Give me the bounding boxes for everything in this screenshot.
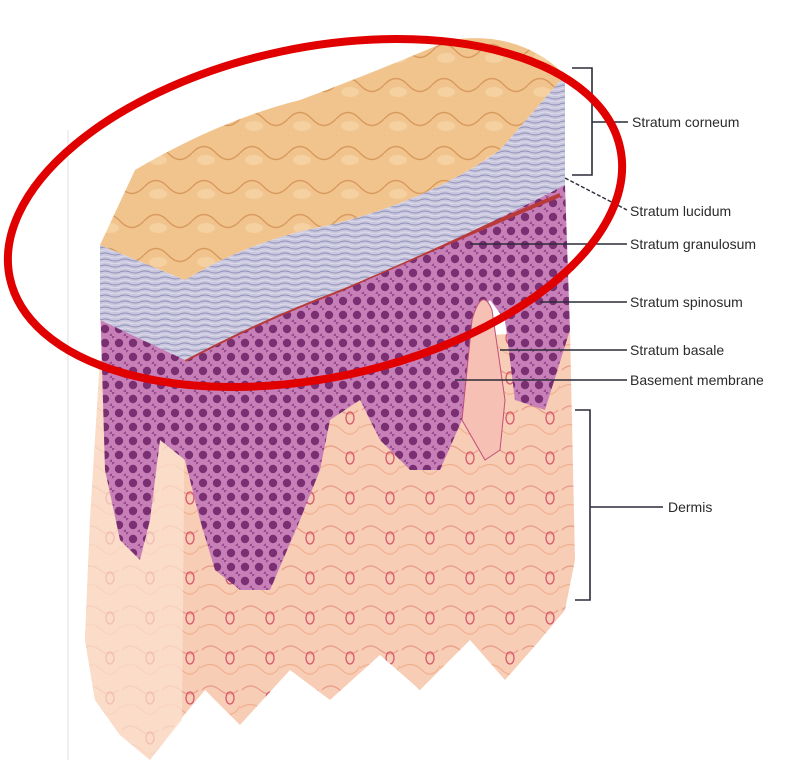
dermis-bracket [575,410,590,600]
label-dermis: Dermis [668,499,712,515]
label-stratum-spinosum: Stratum spinosum [630,294,743,310]
label-basement-membrane: Basement membrane [630,372,764,388]
label-stratum-granulosum: Stratum granulosum [630,236,756,252]
label-stratum-lucidum: Stratum lucidum [630,203,731,219]
label-stratum-corneum: Stratum corneum [632,114,739,130]
label-stratum-basale: Stratum basale [630,342,724,358]
